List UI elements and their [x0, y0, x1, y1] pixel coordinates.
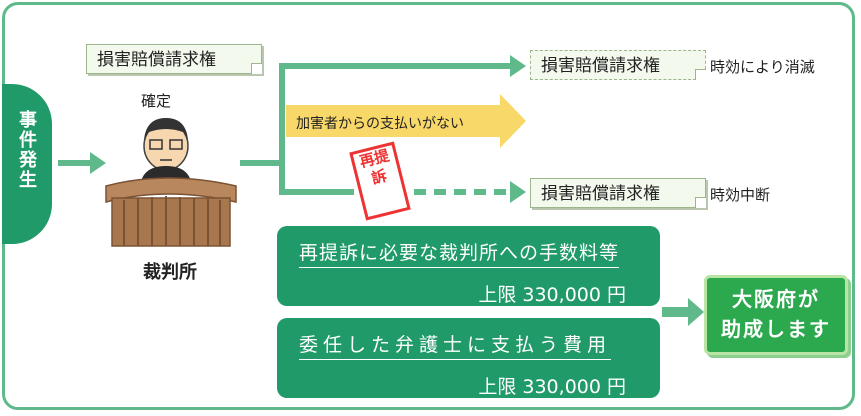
claim-card-expired: 損害賠償請求権 — [530, 50, 706, 80]
claim-card-suspended: 損害賠償請求権 — [530, 178, 706, 208]
claim-card-top-left-text: 損害賠償請求権 — [97, 50, 216, 70]
lawyer-fee-box: 委任した弁護士に支払う費用 上限 330,000 円 — [277, 318, 660, 398]
arrow-head-osaka — [688, 298, 704, 326]
arrow-head-bottom — [510, 181, 526, 203]
yellow-arrow — [286, 94, 526, 148]
confirmed-label: 確定 — [141, 92, 172, 110]
court-label: 裁判所 — [143, 262, 197, 283]
lawyer-fee-title: 委任した弁護士に支払う費用 — [299, 330, 612, 360]
osaka-line1: 大阪府が — [732, 287, 820, 311]
osaka-line2: 助成します — [721, 317, 831, 341]
arrow-head-event — [90, 152, 106, 174]
court-fee-limit: 上限 330,000 円 — [478, 284, 626, 306]
no-payment-label: 加害者からの支払いがない — [296, 116, 464, 132]
event-occurrence-label: 事件発生 — [16, 110, 37, 190]
claim-card-suspended-text: 損害賠償請求権 — [541, 184, 660, 204]
suspended-note: 時効中断 — [710, 186, 771, 204]
event-occurrence-tab — [2, 84, 52, 244]
arrow-head-top — [510, 55, 526, 77]
claim-card-expired-text: 損害賠償請求権 — [541, 56, 660, 76]
court-fee-box: 再提訴に必要な裁判所への手数料等 上限 330,000 円 — [277, 226, 660, 306]
claim-card-top-left: 損害賠償請求権 — [86, 44, 262, 74]
osaka-subsidy-badge: 大阪府が 助成します — [704, 275, 848, 355]
expired-note: 時効により消滅 — [710, 58, 815, 76]
court-bench — [105, 177, 237, 247]
court-fee-title: 再提訴に必要な裁判所への手数料等 — [299, 238, 620, 268]
lawyer-fee-limit: 上限 330,000 円 — [478, 376, 626, 398]
